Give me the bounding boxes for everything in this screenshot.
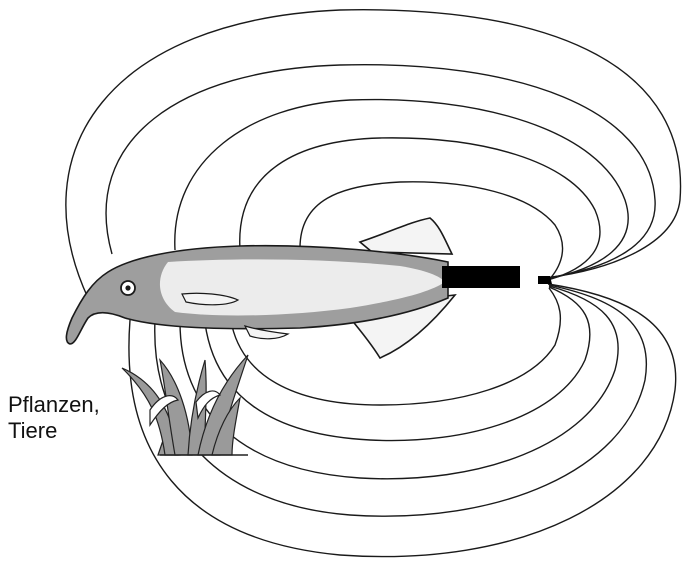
label-line-2: Tiere xyxy=(8,418,100,444)
plants-animals-label: Pflanzen, Tiere xyxy=(8,392,100,444)
label-line-1: Pflanzen, xyxy=(8,392,100,418)
elephantnose-fish-icon xyxy=(66,218,552,358)
dorsal-fin xyxy=(360,218,452,254)
tail-tip xyxy=(538,276,552,284)
water-plant-icon xyxy=(122,355,248,455)
electric-organ xyxy=(442,266,520,288)
